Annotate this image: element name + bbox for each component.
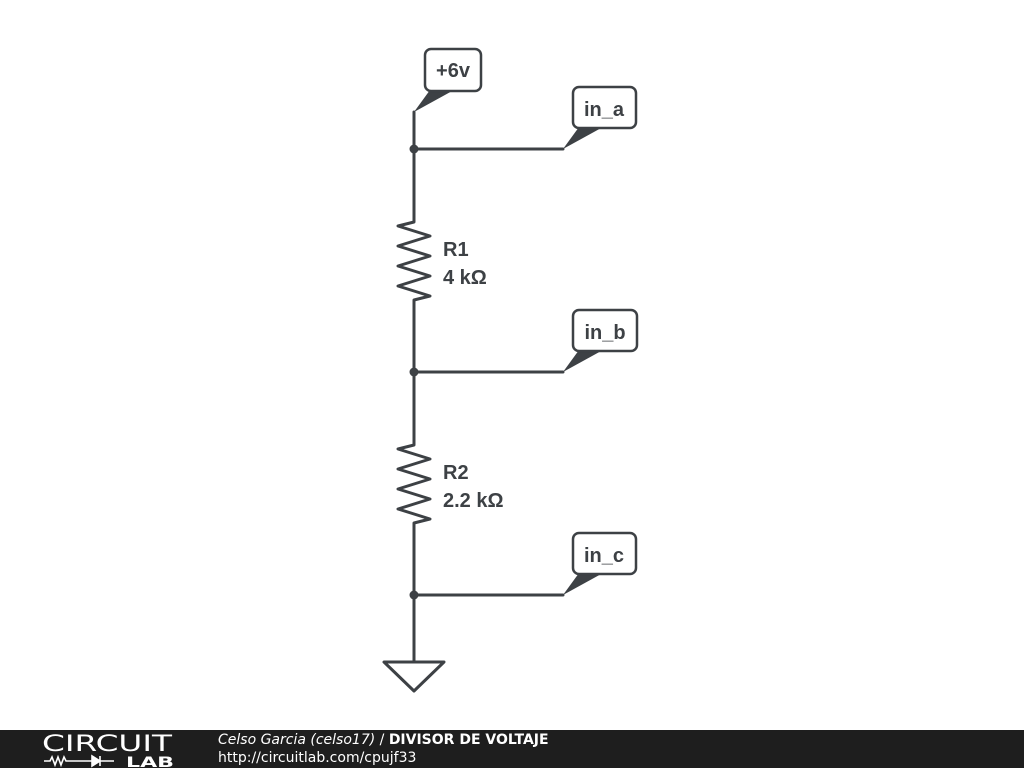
resistor-r1-value: 4 kΩ [443, 267, 487, 289]
probe-in-a-box [571, 85, 638, 130]
probe-in-c-tail [563, 573, 603, 595]
resistor-r1-name: R1 [443, 239, 469, 261]
junction-dot-b [409, 367, 419, 377]
probe-in-b-box [571, 308, 639, 353]
credit-separator: / [375, 732, 389, 748]
probe-in-a-tail [563, 127, 603, 149]
resistor-r2-value: 2.2 kΩ [443, 490, 504, 512]
footer-credit: Celso Garcia (celso17) / DIVISOR DE VOLT… [218, 731, 549, 749]
circuit-title: DIVISOR DE VOLTAJE [388, 732, 549, 748]
ground-symbol [382, 660, 446, 693]
probe-in-c-label: in_c [584, 545, 624, 567]
schematic-canvas: +6v in_a in_b in_c R1 4 kΩ R2 2.2 kΩ [382, 47, 639, 693]
probe-in-b[interactable]: in_b [563, 308, 639, 372]
circuit-url-link[interactable]: http://circuitlab.com/cpujf33 [218, 750, 417, 766]
logo-diode-icon [76, 754, 114, 768]
probe-in-a[interactable]: in_a [563, 85, 638, 149]
probe-in-b-label: in_b [584, 322, 625, 344]
supply-flag-tail [414, 90, 454, 112]
supply-flag[interactable]: +6v [414, 47, 483, 112]
footer-bar: CIRCUIT LAB Celso Garcia (celso17) / DIV… [0, 730, 1024, 768]
probe-in-a-label: in_a [584, 99, 625, 121]
logo-text-bottom: LAB [126, 755, 174, 768]
circuitlab-logo[interactable]: CIRCUIT LAB [42, 730, 177, 768]
probe-in-c-box [571, 531, 638, 576]
resistor-r2-name: R2 [443, 462, 469, 484]
probe-in-b-tail [563, 350, 603, 372]
probe-in-c[interactable]: in_c [563, 531, 638, 595]
logo-resistor-icon [44, 754, 76, 768]
main-wire [396, 110, 432, 664]
supply-label: +6v [436, 60, 471, 82]
junction-dot-a [409, 144, 419, 154]
author-name[interactable]: Celso Garcia (celso17) [218, 732, 376, 748]
supply-flag-box [423, 47, 483, 93]
junction-dot-c [409, 590, 419, 600]
logo-text-top: CIRCUIT [42, 732, 173, 757]
